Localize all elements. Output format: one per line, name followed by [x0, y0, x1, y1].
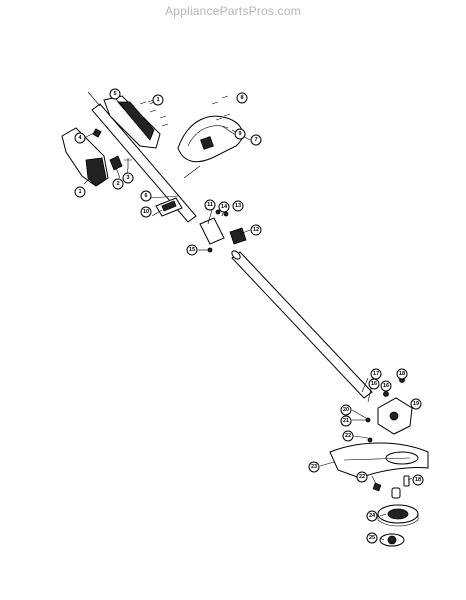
svg-text:6: 6 [144, 193, 147, 199]
svg-text:11: 11 [207, 202, 213, 208]
callout-24: 24 [366, 510, 378, 522]
callout-18: 18 [396, 368, 408, 380]
svg-text:21: 21 [343, 418, 349, 424]
svg-text:10: 10 [143, 209, 149, 215]
callout-13: 13 [232, 200, 244, 212]
svg-text:1: 1 [156, 97, 159, 103]
callout-2: 2 [112, 178, 124, 190]
svg-text:2: 2 [116, 181, 119, 187]
trimmer-head [377, 504, 419, 527]
svg-text:4: 4 [78, 135, 82, 141]
svg-text:7: 7 [254, 137, 257, 143]
bump-knob [379, 533, 405, 547]
svg-text:16: 16 [383, 383, 389, 389]
svg-text:19: 19 [413, 401, 419, 407]
handle-clamp [155, 197, 183, 217]
svg-text:16: 16 [371, 381, 377, 387]
svg-text:25: 25 [369, 535, 375, 541]
callout-1: 1 [74, 186, 86, 198]
callout-5: 5 [109, 88, 121, 100]
svg-text:9: 9 [238, 131, 241, 137]
callout-9: 9 [234, 128, 246, 140]
callout-23: 23 [308, 461, 320, 473]
callout-12: 12 [250, 224, 262, 236]
callout-19: 19 [410, 398, 422, 410]
callout-1b: 1 [152, 94, 164, 106]
svg-text:5: 5 [113, 91, 116, 97]
svg-text:8: 8 [240, 95, 243, 101]
callout-16: 16 [368, 378, 380, 390]
svg-text:3: 3 [126, 175, 129, 181]
screws [139, 95, 231, 127]
handle-housing [61, 95, 161, 187]
watermark: AppliancePartsPros.com [165, 4, 301, 18]
spacers [372, 475, 410, 499]
svg-text:1: 1 [78, 189, 81, 195]
svg-text:13: 13 [235, 203, 241, 209]
callout-22b: 22 [356, 471, 368, 483]
callout-20: 20 [340, 404, 352, 416]
svg-text:17: 17 [373, 371, 379, 377]
trigger-parts [109, 155, 132, 171]
callout-7: 7 [250, 134, 262, 146]
svg-text:12: 12 [253, 227, 259, 233]
callout-17: 17 [370, 368, 382, 380]
callout-18b: 18 [412, 474, 424, 486]
svg-text:15: 15 [189, 247, 195, 253]
svg-text:22: 22 [359, 474, 365, 480]
callout-3: 3 [122, 172, 134, 184]
svg-text:20: 20 [343, 407, 349, 413]
callout-6: 6 [140, 190, 152, 202]
svg-text:24: 24 [369, 513, 376, 519]
callout-22: 22 [342, 430, 354, 442]
callout-15: 15 [186, 244, 198, 256]
svg-text:22: 22 [345, 433, 351, 439]
svg-text:18: 18 [399, 371, 405, 377]
debris-guard [329, 442, 429, 479]
svg-text:14: 14 [221, 204, 228, 210]
callout-21: 21 [340, 415, 352, 427]
svg-text:23: 23 [311, 464, 317, 470]
callout-10: 10 [140, 206, 152, 218]
callout-8: 8 [236, 92, 248, 104]
upper-shaft [87, 91, 197, 223]
callout-25: 25 [366, 532, 378, 544]
callout-4: 4 [74, 132, 86, 144]
assist-handle [177, 115, 243, 163]
callout-11: 11 [204, 199, 216, 211]
svg-text:18: 18 [415, 477, 421, 483]
callout-16b: 16 [380, 380, 392, 392]
callout-14: 14 [218, 201, 230, 213]
shaft-coupler [199, 209, 247, 253]
lower-shaft [231, 250, 373, 399]
